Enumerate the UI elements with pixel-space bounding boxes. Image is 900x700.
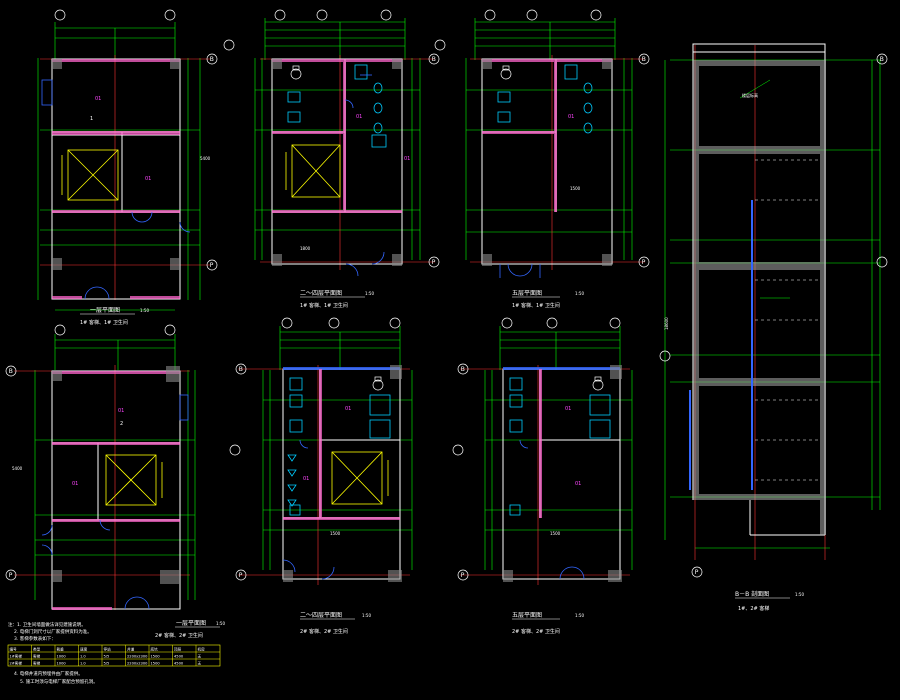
axis-bubble-b: B — [239, 366, 243, 373]
svg-text:楼层标高: 楼层标高 — [742, 92, 758, 98]
plan-2-subcaption: 1# 客梯、1# 卫生间 — [300, 302, 348, 309]
svg-text:1500: 1500 — [550, 531, 561, 536]
table-cell: 无 — [198, 662, 202, 666]
axis-bubble-b: B — [642, 56, 646, 63]
svg-text:01: 01 — [356, 114, 362, 120]
section-subcaption: 1#、2# 客梯 — [738, 605, 769, 612]
plan-2-caption: 二～四层平面图 — [300, 290, 342, 297]
plan-1-subcaption: 1# 客梯、1# 卫生间 — [80, 319, 128, 326]
svg-text:1500: 1500 — [330, 531, 341, 536]
table-cell: 2#客梯 — [10, 661, 23, 666]
table-cell: 1.0 — [80, 662, 86, 666]
svg-text:01: 01 — [145, 176, 151, 182]
table-cell: 1500 — [151, 655, 161, 659]
table-header-cell: 顶层 — [174, 647, 182, 652]
plan-3-scale: 1:50 — [575, 291, 584, 296]
plan-3-caption: 五层平面图 — [512, 290, 542, 297]
table-cell: 1#客梯 — [10, 654, 23, 659]
table-cell: 2200x2300 — [127, 662, 148, 666]
svg-text:1500: 1500 — [570, 186, 581, 191]
plan-2: B P 01 01 1800 二～四层平面图 1:50 1# 客梯、1# 卫生间 — [223, 9, 440, 309]
footnotes-block: 4. 电梯井道内预埋件由厂家提供。 5. 施工时须与电梯厂家配合预留孔洞。 — [14, 670, 98, 685]
axis-bubble-b: B — [210, 56, 214, 63]
table-header-cell: 编号 — [10, 647, 18, 652]
svg-text:01: 01 — [118, 408, 124, 414]
svg-text:01: 01 — [303, 476, 309, 482]
table-cell: 1000 — [57, 655, 67, 659]
svg-text:5400: 5400 — [200, 156, 211, 161]
table-cell: 2200x2300 — [127, 655, 148, 659]
table-header-cell: 井道 — [127, 647, 135, 652]
plan-5: B P 01 01 1500 二～四层平面图 1:50 2# 客梯、2# 卫生间 — [229, 317, 413, 635]
plan-3-subcaption: 1# 客梯、1# 卫生间 — [512, 302, 560, 309]
table-cell: 客梯 — [33, 654, 41, 659]
plan-5-caption: 二～四层平面图 — [300, 612, 342, 619]
table-header-cell: 速度 — [80, 647, 88, 652]
section-b-b: B P 18600 楼层标高 B－B 剖面图 1:50 1#、2# 客梯 — [659, 43, 888, 612]
plan-2-scale: 1:50 — [365, 291, 374, 296]
axis-bubble-b: B — [461, 366, 465, 373]
axis-bubble-p: P — [239, 572, 243, 579]
table-cell: 无 — [198, 655, 202, 659]
table-header-cell: 载重 — [57, 647, 65, 652]
svg-text:01: 01 — [72, 481, 78, 487]
plan-1-scale: 1:50 — [140, 308, 149, 313]
table-cell: 4500 — [174, 662, 184, 666]
svg-text:01: 01 — [565, 406, 571, 412]
plan-4-scale: 1:50 — [216, 621, 225, 626]
axis-bubble-p: P — [210, 262, 214, 269]
table-header-cell: 停站 — [104, 647, 112, 652]
svg-text:01: 01 — [575, 481, 581, 487]
plan-1-caption: 一层平面图 — [90, 307, 120, 314]
axis-bubble-p: P — [642, 259, 646, 266]
table-cell: 1.0 — [80, 655, 86, 659]
svg-text:01: 01 — [568, 114, 574, 120]
axis-bubble-p: P — [9, 572, 13, 579]
plan-6-caption: 五层平面图 — [512, 612, 542, 619]
svg-text:01: 01 — [404, 156, 410, 162]
axis-bubble-b: B — [9, 368, 13, 375]
note-1: 注：1. 卫生间墙面做法详见建施说明。 — [8, 621, 86, 628]
table-cell: 5/5 — [104, 662, 110, 666]
section-scale: 1:50 — [795, 592, 804, 597]
svg-text:1800: 1800 — [300, 246, 311, 251]
axis-bubble-b: B — [432, 56, 436, 63]
table-header-cell: 底坑 — [151, 647, 159, 652]
svg-text:01: 01 — [345, 406, 351, 412]
section-caption: B－B 剖面图 — [735, 590, 769, 598]
plan-4: B P 01 2 01 5400 一层平面图 1:50 2# 客梯、2# 卫生间 — [5, 324, 225, 639]
svg-text:5400: 5400 — [12, 466, 23, 471]
svg-text:18600: 18600 — [664, 317, 669, 330]
table-cell: 客梯 — [33, 661, 41, 666]
footnote-2: 5. 施工时须与电梯厂家配合预留孔洞。 — [20, 678, 98, 685]
svg-text:1: 1 — [90, 116, 93, 122]
axis-bubble-p: P — [461, 572, 465, 579]
table-cell: 5/5 — [104, 655, 110, 659]
plan-3: B P 01 1500 五层平面图 1:50 1# 客梯、1# 卫生间 — [434, 9, 650, 309]
plan-6: B P 01 01 1500 五层平面图 1:50 2# 客梯、2# 卫生间 — [452, 317, 633, 635]
svg-text:01: 01 — [95, 96, 101, 102]
table-header-cell: 机房 — [198, 647, 206, 652]
table-cell: 1500 — [151, 662, 161, 666]
axis-bubble-p: P — [695, 569, 699, 576]
axis-bubble-b: B — [880, 56, 884, 63]
table-header-cell: 类型 — [33, 647, 41, 652]
plan-4-caption: 一层平面图 — [176, 620, 206, 627]
notes-block: 注：1. 卫生间墙面做法详见建施说明。 2. 电梯门洞尺寸以厂家提供资料为准。 … — [8, 621, 92, 642]
footnote-1: 4. 电梯井道内预埋件由厂家提供。 — [14, 670, 83, 677]
table-cell: 1000 — [57, 662, 67, 666]
plan-6-scale: 1:50 — [575, 613, 584, 618]
plan-6-subcaption: 2# 客梯、2# 卫生间 — [512, 628, 560, 635]
axis-bubble-p: P — [432, 259, 436, 266]
table-cell: 4500 — [174, 655, 184, 659]
plan-5-scale: 1:50 — [362, 613, 371, 618]
plan-4-subcaption: 2# 客梯、2# 卫生间 — [155, 632, 203, 639]
svg-text:2: 2 — [120, 421, 123, 427]
plan-1: B P 01 1 01 5400 一层平面图 1:50 1# 客梯、1# 卫生间 — [37, 9, 218, 326]
note-3: 3. 客梯参数表如下： — [14, 635, 56, 642]
note-2: 2. 电梯门洞尺寸以厂家提供资料为准。 — [14, 628, 92, 635]
plan-5-subcaption: 2# 客梯、2# 卫生间 — [300, 628, 348, 635]
